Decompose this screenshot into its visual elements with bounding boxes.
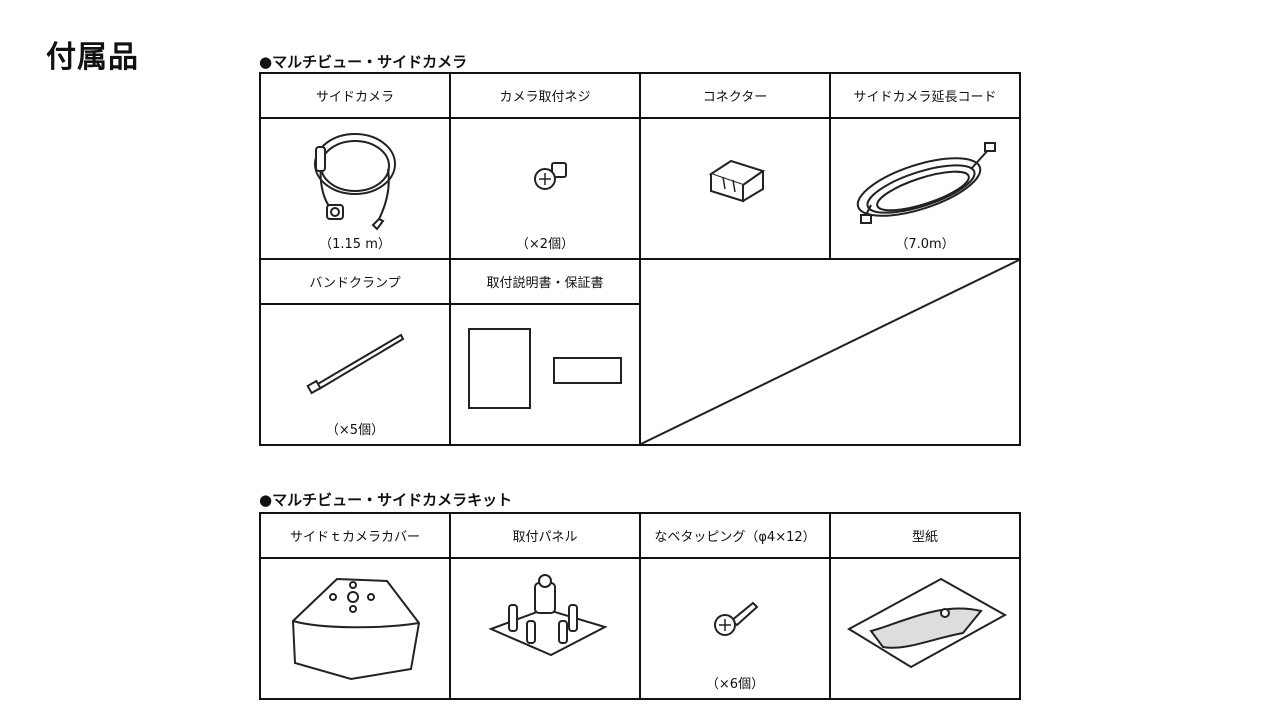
page-title: 付属品 [46,40,139,75]
item-label: サイドｔカメラカバー [261,514,449,559]
accessory-table-kit: サイドｔカメラカバー 取付パネル [259,512,1021,700]
item-label: バンドクランプ [261,260,449,305]
item-label: 取付説明書・保証書 [451,260,639,305]
accessory-cell-camera-screw: カメラ取付ネジ （×2個） [451,74,641,260]
empty-cell [641,260,1021,446]
item-label: サイドカメラ延長コード [831,74,1019,119]
extension-cord-icon [856,142,996,224]
item-quantity: （7.0m） [895,237,955,252]
accessory-cell-connector: コネクター [641,74,831,260]
item-quantity: （1.15 m） [319,237,391,252]
accessory-cell-extension-cord: サイドカメラ延長コード （7.0m） [831,74,1021,260]
camera-cover-icon [291,577,421,681]
screw-icon [534,162,567,190]
accessory-cell-camera-cover: サイドｔカメラカバー [261,514,451,700]
item-label: 取付パネル [451,514,639,559]
tapping-screw-icon [714,601,759,636]
item-quantity: （×5個） [325,423,385,438]
accessory-cell-mounting-panel: 取付パネル [451,514,641,700]
section-title-kit: ●マルチビュー・サイドカメラキット [259,491,513,509]
accessory-cell-side-camera: サイドカメラ （1.15 m） [261,74,451,260]
section-title-camera: ●マルチビュー・サイドカメラ [259,53,468,71]
accessory-table-camera: サイドカメラ （1.15 m） カメラ取付ネジ [259,72,1021,446]
mounting-panel-icon [488,574,608,657]
item-label: カメラ取付ネジ [451,74,639,119]
item-label: 型紙 [831,514,1019,559]
accessory-cell-band-clamp: バンドクランプ （×5個） [261,260,451,446]
item-label: なベタッピング（φ4×12） [641,514,829,559]
diagonal-slash [641,260,1019,444]
accessory-cell-manual-warranty: 取付説明書・保証書 [451,260,641,446]
accessory-cell-tapping-screw: なベタッピング（φ4×12） （×6個） [641,514,831,700]
band-clamp-icon [306,333,405,395]
item-label: サイドカメラ [261,74,449,119]
side-camera-cable-icon [314,133,396,231]
template-paper-icon [847,577,1008,669]
item-label: コネクター [641,74,829,119]
manual-warranty-icon [468,328,622,409]
item-quantity: （×2個） [515,237,575,252]
item-quantity: （×6個） [705,677,765,692]
connector-icon [708,159,766,203]
accessory-cell-template-paper: 型紙 [831,514,1021,700]
